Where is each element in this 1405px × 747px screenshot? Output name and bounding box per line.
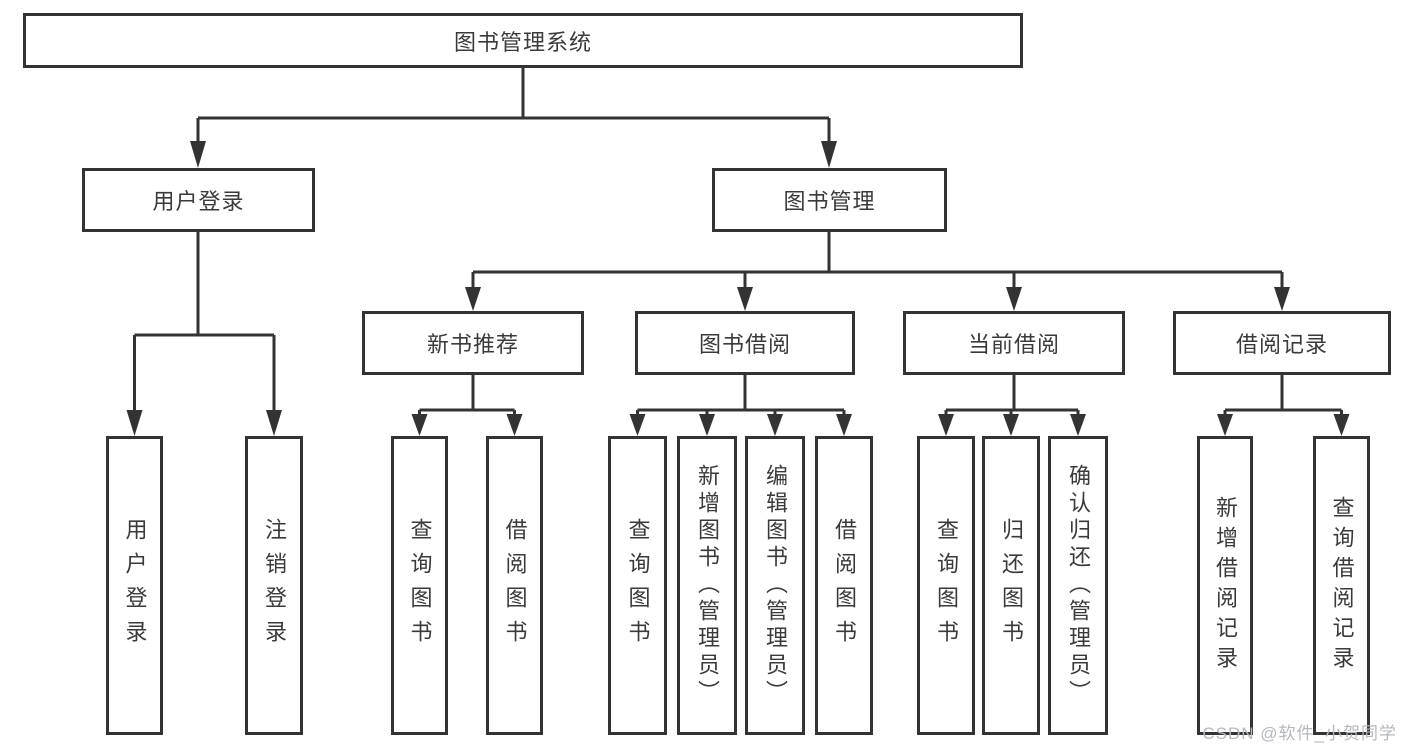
- leaf-cb-confirm-return: 确认归还（管理员）: [1048, 436, 1108, 735]
- leaf-logout: 注销登录: [245, 436, 303, 735]
- node-borrow-records-label: 借阅记录: [1235, 332, 1328, 357]
- leaf-user-login: 用户登录: [106, 436, 163, 735]
- node-book-borrow-label: 图书借阅: [698, 332, 791, 357]
- node-new-book-rec: 新书推荐: [362, 311, 584, 375]
- leaf-nbr-borrow-book: 借阅图书: [486, 436, 543, 735]
- node-user-login-branch: 用户登录: [82, 168, 315, 232]
- leaf-bb-add-book: 新增图书（管理员）: [677, 436, 737, 735]
- leaf-nbr-query-book: 查询图书: [391, 436, 448, 735]
- node-root-label: 图书管理系统: [453, 29, 592, 55]
- leaf-bb-query-book: 查询图书: [608, 436, 667, 735]
- leaf-bb-borrow-book: 借阅图书: [815, 436, 873, 735]
- leaf-cb-return-book: 归还图书: [982, 436, 1040, 735]
- node-current-borrow: 当前借阅: [903, 311, 1125, 375]
- node-root: 图书管理系统: [23, 13, 1023, 68]
- leaf-br-add-record: 新增借阅记录: [1197, 436, 1253, 735]
- node-book-borrow: 图书借阅: [635, 311, 855, 375]
- node-book-mgmt-branch: 图书管理: [712, 168, 947, 232]
- leaf-br-query-record: 查询借阅记录: [1313, 436, 1370, 735]
- node-new-book-rec-label: 新书推荐: [426, 332, 519, 357]
- watermark: CSDN @软件_小贺同学: [1202, 724, 1397, 743]
- node-borrow-records: 借阅记录: [1173, 311, 1391, 375]
- leaf-bb-edit-book: 编辑图书（管理员）: [745, 436, 805, 735]
- node-book-mgmt-branch-label: 图书管理: [783, 189, 876, 214]
- node-user-login-branch-label: 用户登录: [152, 189, 245, 214]
- leaf-cb-query-book: 查询图书: [917, 436, 975, 735]
- node-current-borrow-label: 当前借阅: [967, 332, 1060, 357]
